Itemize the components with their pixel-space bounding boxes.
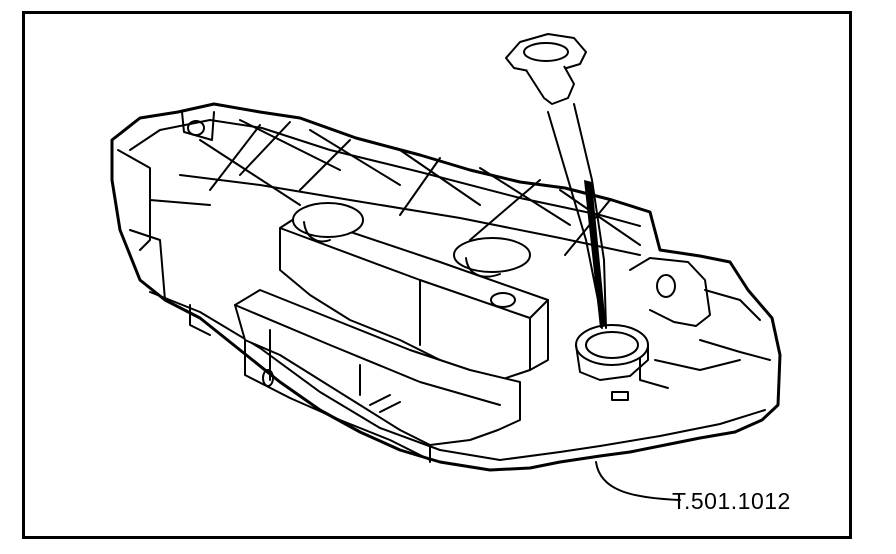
left-mounting-ear — [117, 111, 215, 251]
clip-fastener — [505, 33, 587, 105]
leader-line — [595, 461, 681, 501]
front-connector-housing — [189, 289, 521, 463]
cross-rib-lattice — [129, 119, 641, 301]
figure-reference-code: T.501.1012 — [672, 488, 791, 514]
insertion-arrow — [547, 103, 607, 329]
fastening-boss — [575, 324, 649, 381]
